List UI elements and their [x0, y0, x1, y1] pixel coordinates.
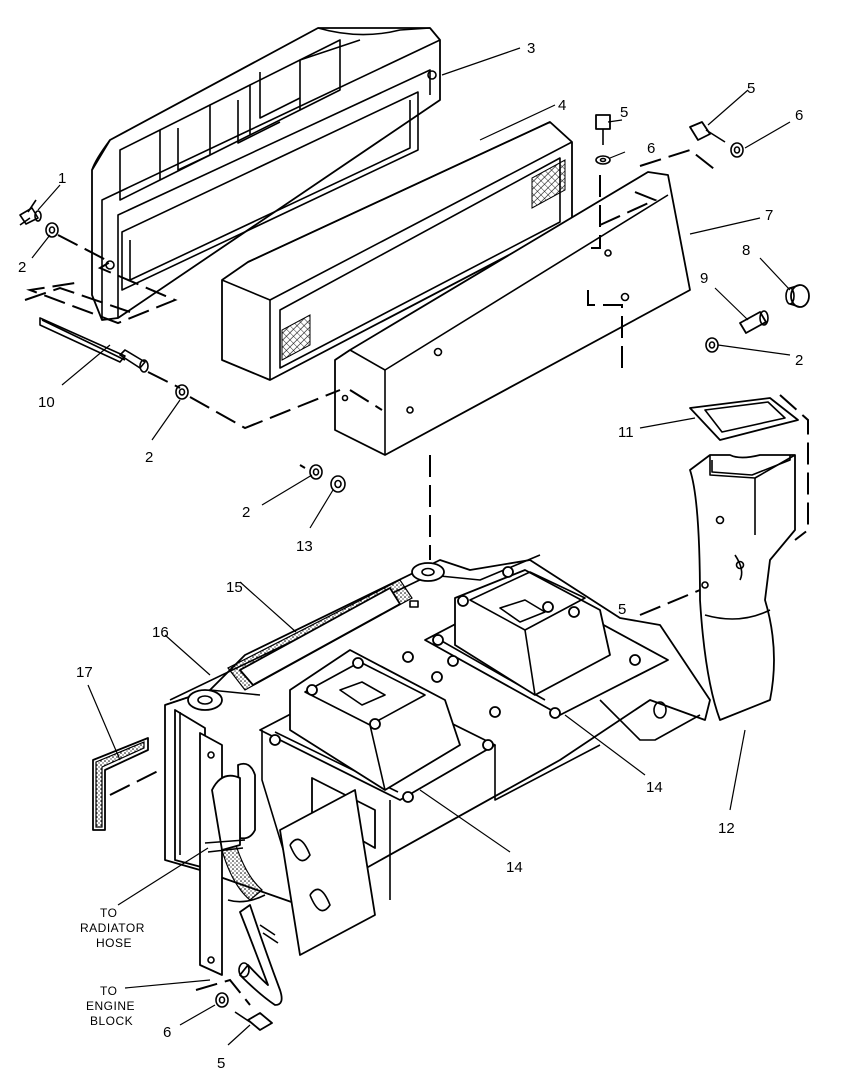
callout-17: 17 [76, 664, 93, 681]
callout-5-a: 5 [620, 104, 628, 121]
wing-screw-1 [19, 199, 42, 226]
radiator-hose [204, 762, 266, 903]
callout-2-c: 2 [145, 449, 153, 466]
gasket-11 [689, 397, 799, 441]
radiator-note-line-1: TO [100, 906, 117, 920]
callout-14-b: 14 [506, 859, 523, 876]
leader-lines [31, 47, 791, 1046]
duct-12 [689, 454, 796, 721]
callout-labels: 1 2 3 4 5 6 5 6 7 8 9 2 10 2 11 2 13 15 … [18, 40, 803, 1072]
filter-housing-frame [91, 27, 441, 321]
callout-6-b: 6 [795, 107, 803, 124]
washer-2-mid [175, 384, 189, 400]
radiator-note-line-2: RADIATOR [80, 921, 145, 935]
threaded-rod-10 [39, 317, 149, 373]
cover-plate [334, 171, 691, 456]
heater-box [164, 554, 711, 956]
callout-4: 4 [558, 97, 566, 114]
callout-3: 3 [527, 40, 535, 57]
callout-5-b: 5 [747, 80, 755, 97]
bolt-5-top [595, 114, 611, 165]
callout-5-c: 5 [618, 601, 626, 618]
callout-14-a: 14 [646, 779, 663, 796]
radiator-note-line-3: HOSE [96, 936, 132, 950]
bolt-5-bottom [234, 1011, 273, 1031]
callout-1: 1 [58, 170, 66, 187]
callout-16: 16 [152, 624, 169, 641]
filter-element [221, 121, 573, 381]
callout-9: 9 [700, 270, 708, 287]
callout-6-a: 6 [647, 140, 655, 157]
engine-note-line-1: TO [100, 984, 117, 998]
washer-2-topleft [45, 222, 59, 238]
callout-10: 10 [38, 394, 55, 411]
callout-6-c: 6 [163, 1024, 171, 1041]
callout-8: 8 [742, 242, 750, 259]
washer-2-lower [309, 464, 323, 480]
callout-2-b: 2 [795, 352, 803, 369]
gasket-17 [92, 737, 149, 831]
callout-15: 15 [226, 579, 243, 596]
callout-13: 13 [296, 538, 313, 555]
callout-7: 7 [765, 207, 773, 224]
engine-note-line-3: BLOCK [90, 1014, 133, 1028]
washer-2-right [705, 337, 719, 353]
nut-13 [330, 475, 346, 493]
callout-2-a: 2 [18, 259, 26, 276]
washer-6-bottom [215, 992, 229, 1008]
bolt-heads [269, 566, 641, 803]
callout-5-d: 5 [217, 1055, 225, 1072]
plug-8 [785, 284, 810, 308]
bolt-5-right [689, 121, 744, 158]
engine-note-line-2: ENGINE [86, 999, 135, 1013]
bolt-9 [739, 310, 769, 334]
callout-2-d: 2 [242, 504, 250, 521]
callout-12: 12 [718, 820, 735, 837]
callout-11: 11 [618, 424, 634, 441]
engine-block-hose [238, 904, 283, 1006]
engine-block-note: TO ENGINE BLOCK [86, 984, 135, 1028]
radiator-hose-note: TO RADIATOR HOSE [80, 906, 145, 950]
